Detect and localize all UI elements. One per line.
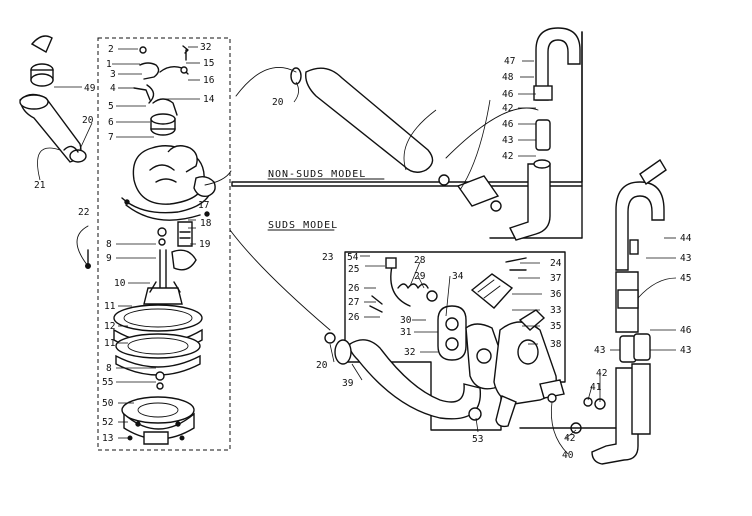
- callout-label: 4: [110, 83, 116, 94]
- left-loose-parts: [19, 35, 91, 269]
- callout-label: 43: [502, 135, 513, 146]
- callout-label: 48: [502, 72, 514, 83]
- callout-label: 20: [272, 97, 284, 108]
- callout-label: 24: [550, 258, 562, 269]
- callout-label: 44: [680, 233, 692, 244]
- callout-label: 20: [82, 115, 94, 126]
- callout-label: 19: [199, 239, 211, 250]
- section-title-non-suds: NON-SUDS MODEL: [268, 169, 366, 180]
- callout-label: 14: [203, 94, 215, 105]
- callout-label: 11: [104, 301, 116, 312]
- lower-elbow-part: [591, 367, 639, 465]
- callout-label: 34: [452, 271, 464, 282]
- shaft-part: [143, 249, 183, 305]
- top-hardware: [133, 45, 189, 104]
- hose-39-part: [348, 339, 481, 420]
- callout-label: 43: [680, 345, 691, 356]
- callout-label: 32: [404, 347, 415, 358]
- callout-label: 35: [550, 321, 561, 332]
- callout-label: 36: [550, 289, 562, 300]
- callout-label: 21: [34, 180, 46, 191]
- callout-label: 17: [198, 200, 209, 211]
- callout-label: 20: [316, 360, 328, 371]
- callout-label: 15: [203, 58, 214, 69]
- callout-label: 42: [596, 368, 607, 379]
- callout-label: 12: [104, 321, 115, 332]
- callout-label: 16: [203, 75, 215, 86]
- callout-label: 29: [414, 271, 426, 282]
- callout-label: 45: [680, 273, 691, 284]
- callout-label: 27: [348, 297, 359, 308]
- callout-label: 22: [78, 207, 89, 218]
- callout-label: 6: [108, 117, 114, 128]
- callout-label: 25: [348, 264, 359, 275]
- callout-label: 5: [108, 101, 114, 112]
- diaphragm-stack: [113, 304, 203, 376]
- callout-label: 18: [200, 218, 212, 229]
- callout-label: 42: [564, 433, 575, 444]
- callout-label: 31: [400, 327, 412, 338]
- clip-part: [30, 35, 53, 53]
- callout-numbers: 2 32 1 15 3 16 4 14 49 5 6 7 20 21 22 17…: [34, 42, 692, 461]
- callout-label: 43: [680, 253, 691, 264]
- callout-label: 38: [550, 339, 562, 350]
- callout-label: 7: [108, 132, 114, 143]
- callout-label: 40: [562, 450, 574, 461]
- j-hook-part: [535, 27, 581, 101]
- callout-label: 32: [200, 42, 211, 53]
- washer-part: [155, 371, 165, 381]
- coupling-part: [456, 175, 500, 207]
- callout-label: 23: [322, 252, 333, 263]
- bottom-housing: [121, 396, 195, 445]
- callout-label: 33: [550, 305, 561, 316]
- callout-label: 42: [502, 151, 513, 162]
- callout-label: 28: [414, 255, 426, 266]
- callout-label: 39: [342, 378, 354, 389]
- connector-part: [535, 119, 551, 151]
- callout-label: 41: [590, 382, 602, 393]
- callout-label: 30: [400, 315, 412, 326]
- callout-label: 8: [106, 239, 112, 250]
- pump-body: [121, 98, 216, 221]
- callout-label: 49: [84, 83, 96, 94]
- callout-label: 46: [502, 89, 514, 100]
- callout-label: 50: [102, 398, 114, 409]
- callout-label: 9: [106, 253, 112, 264]
- j-hook-suds-part: [615, 181, 665, 271]
- cover-part: [470, 273, 514, 309]
- callout-label: 8: [106, 363, 112, 374]
- callout-label: 47: [504, 56, 515, 67]
- nut-part: [156, 382, 164, 390]
- callout-label: 54: [347, 252, 359, 263]
- gasket-part: [437, 305, 467, 361]
- callout-label: 53: [472, 434, 483, 445]
- callout-label: 46: [502, 119, 514, 130]
- small-parts-mid: [157, 221, 197, 271]
- drain-hose-non-suds: [204, 67, 434, 186]
- pump-stack-group: [97, 37, 231, 451]
- callout-label: 11: [104, 338, 116, 349]
- callout-label: 42: [502, 103, 513, 114]
- callout-label: 13: [102, 433, 113, 444]
- pump-stack-boundary: [97, 37, 231, 451]
- callout-label: 3: [110, 69, 116, 80]
- non-suds-section: [231, 27, 583, 241]
- leader-lines: [37, 46, 677, 455]
- section-title-suds: SUDS MODEL: [268, 220, 338, 231]
- callout-label: 55: [102, 377, 113, 388]
- callout-label: 52: [102, 417, 113, 428]
- callout-label: 26: [348, 283, 360, 294]
- callout-label: 10: [114, 278, 126, 289]
- callout-label: 2: [108, 44, 114, 55]
- elbow-part: [509, 163, 551, 241]
- callout-label: 26: [348, 312, 360, 323]
- callout-label: 1: [106, 59, 112, 70]
- suds-section: [229, 158, 667, 465]
- callout-label: 37: [550, 273, 561, 284]
- callout-label: 43: [594, 345, 605, 356]
- callout-label: 46: [680, 325, 692, 336]
